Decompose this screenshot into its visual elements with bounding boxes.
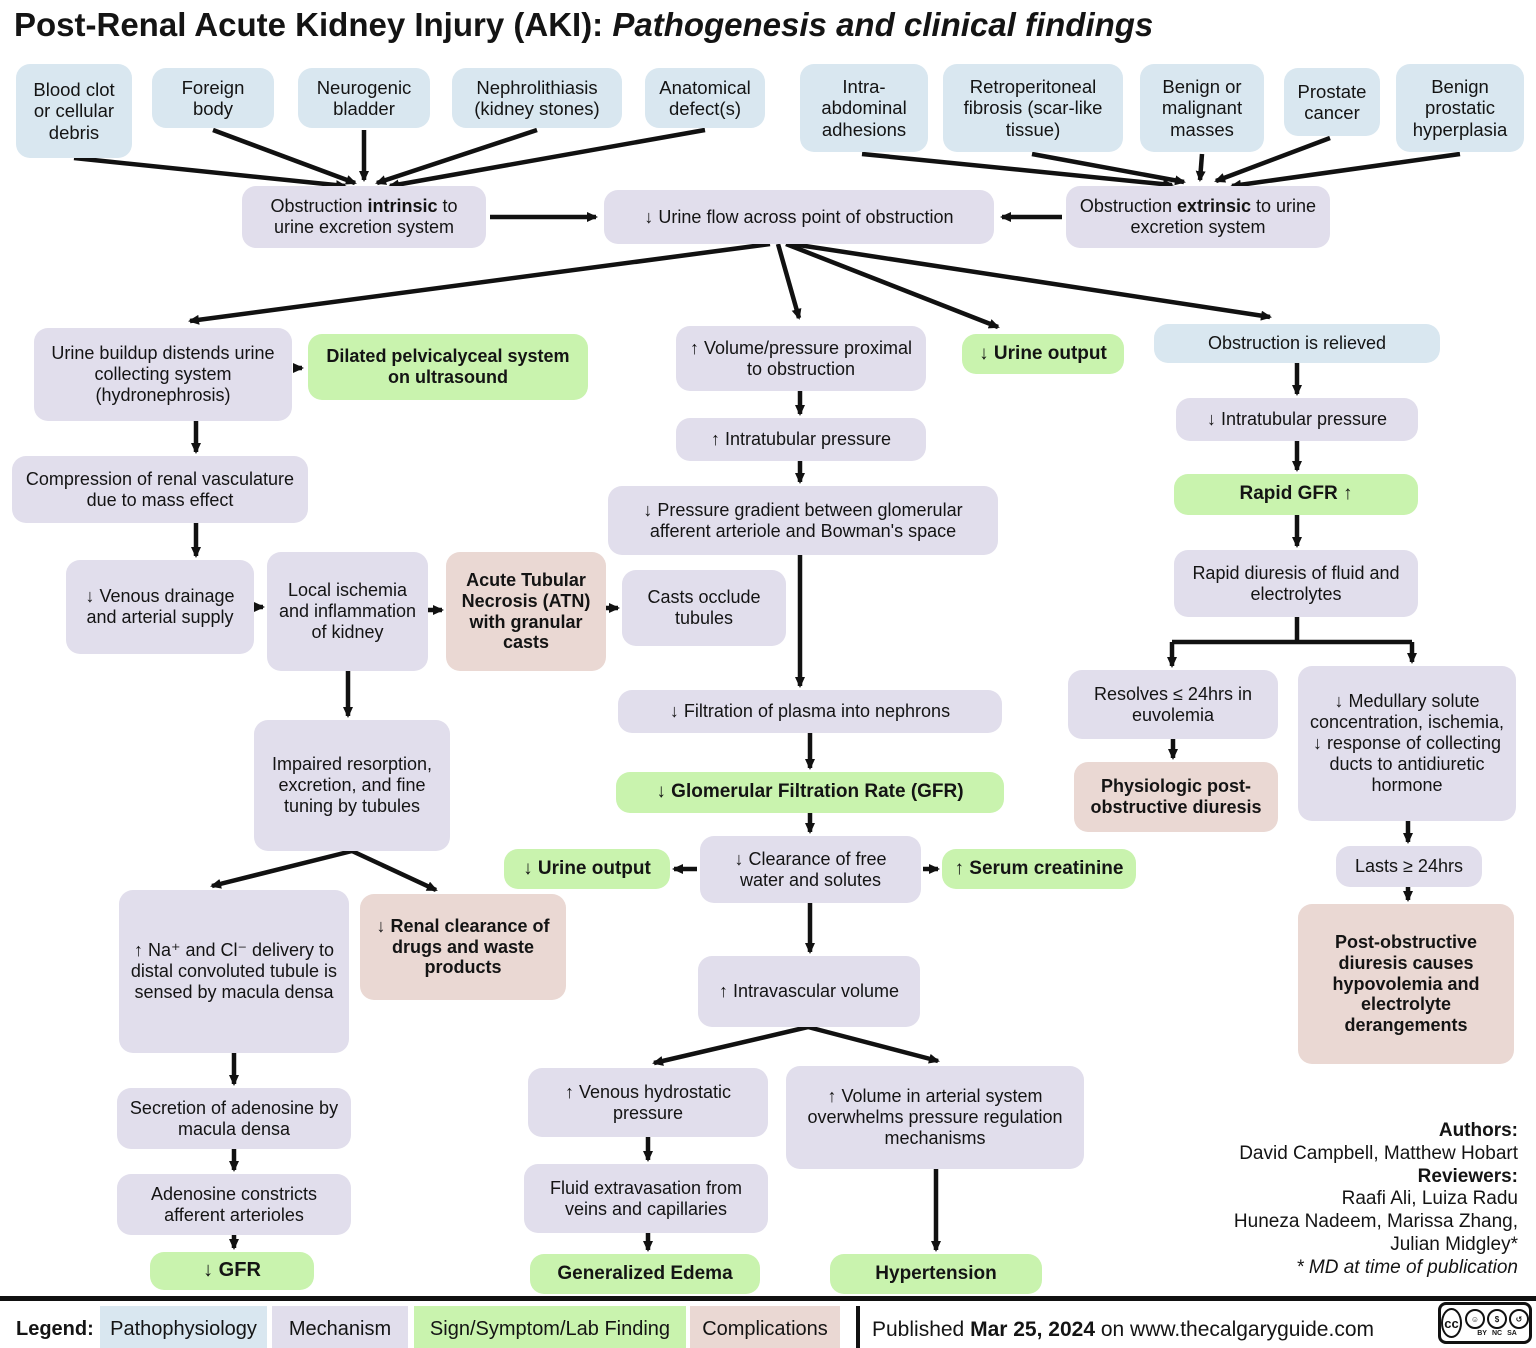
- node-pressure-gradient: ↓ Pressure gradient between glomerular a…: [608, 486, 998, 555]
- cc-by-label: BY: [1477, 1330, 1487, 1337]
- intrinsic-post: to urine excretion system: [273, 196, 458, 237]
- node-adenosine-constricts: Adenosine constricts afferent arterioles: [117, 1174, 351, 1235]
- legend-title: Legend:: [16, 1318, 94, 1340]
- node-gfr-glomerular: ↓ Glomerular Filtration Rate (GFR): [616, 772, 1004, 813]
- node-serum-creatinine: ↑ Serum creatinine: [942, 849, 1136, 889]
- node-generalized-edema: Generalized Edema: [530, 1254, 760, 1294]
- cause-retroperitoneal-fibrosis: Retroperitoneal fibrosis (scar-like tiss…: [943, 64, 1123, 152]
- published-date: Mar 25, 2024: [970, 1317, 1096, 1341]
- footer-divider: [856, 1306, 860, 1348]
- reviewer-line: Raafi Ali, Luiza Radu: [1341, 1188, 1518, 1210]
- cc-nc-label: NC: [1491, 1330, 1503, 1337]
- cc-by-icon: ☺: [1465, 1309, 1485, 1329]
- cause-anatomical-defect: Anatomical defect(s): [645, 68, 765, 128]
- node-urine-flow: ↓ Urine flow across point of obstruction: [604, 190, 994, 244]
- node-post-obstructive-diuresis: Post-obstructive diuresis causes hypovol…: [1298, 904, 1514, 1064]
- node-intratubular-pressure-up: ↑ Intratubular pressure: [676, 418, 926, 461]
- cc-license-badge: cc ☺ $ ↺ BY NC SA: [1438, 1302, 1532, 1344]
- intrinsic-pre: Obstruction: [270, 196, 368, 217]
- node-gfr-down: ↓ GFR: [150, 1252, 314, 1290]
- node-adenosine-secretion: Secretion of adenosine by macula densa: [117, 1088, 351, 1149]
- intrinsic-emph: intrinsic: [367, 196, 438, 217]
- cause-prostate-cancer: Prostate cancer: [1284, 68, 1380, 136]
- node-intravascular-volume: ↑ Intravascular volume: [698, 956, 920, 1027]
- cc-icon: cc: [1441, 1308, 1462, 1338]
- cc-sa-label: SA: [1507, 1330, 1517, 1337]
- extrinsic-post: to urine excretion system: [1130, 196, 1317, 237]
- node-hypertension: Hypertension: [830, 1254, 1042, 1294]
- cc-nc-icon: $: [1487, 1309, 1507, 1329]
- authors-label: Authors:: [1438, 1120, 1518, 1141]
- published-site: on www.thecalgaryguide.com: [1095, 1317, 1374, 1341]
- node-obstruction-extrinsic: Obstruction extrinsic to urine excretion…: [1066, 186, 1330, 248]
- node-intratubular-pressure-down: ↓ Intratubular pressure: [1176, 398, 1418, 441]
- title-subtitle: Pathogenesis and clinical findings: [612, 6, 1154, 43]
- node-renal-clearance: ↓ Renal clearance of drugs and waste pro…: [360, 894, 566, 1000]
- extrinsic-emph: extrinsic: [1176, 196, 1252, 217]
- cc-sa-icon: ↺: [1509, 1309, 1529, 1329]
- reviewers-label: Reviewers:: [1417, 1165, 1518, 1187]
- title-main: Post-Renal Acute Kidney Injury (AKI):: [14, 6, 613, 43]
- published-line: Published Mar 25, 2024 on www.thecalgary…: [872, 1306, 1374, 1348]
- node-filtration-plasma: ↓ Filtration of plasma into nephrons: [618, 690, 1002, 733]
- legend-pathophysiology: Pathophysiology: [100, 1306, 267, 1348]
- legend-sign-symptom-lab: Sign/Symptom/Lab Finding: [414, 1306, 686, 1348]
- extrinsic-pre: Obstruction: [1079, 196, 1177, 217]
- cause-benign-prostatic-hyperplasia: Benign prostatic hyperplasia: [1396, 64, 1524, 152]
- cause-benign-malignant-masses: Benign or malignant masses: [1140, 64, 1264, 152]
- node-lasts-24hrs: Lasts ≥ 24hrs: [1336, 846, 1482, 887]
- node-venous-drainage: ↓ Venous drainage and arterial supply: [66, 560, 254, 654]
- node-dilated-pelvicalyceal: Dilated pelvicalyceal system on ultrasou…: [308, 334, 588, 400]
- reviewer-line: Julian Midgley*: [1390, 1233, 1518, 1255]
- legend-bar: Legend: Pathophysiology Mechanism Sign/S…: [0, 1296, 1536, 1348]
- page-title: Post-Renal Acute Kidney Injury (AKI): Pa…: [14, 6, 1153, 44]
- node-resolves-24hrs: Resolves ≤ 24hrs in euvolemia: [1068, 670, 1278, 739]
- node-urine-output-mid: ↓ Urine output: [504, 849, 670, 889]
- node-physiologic-diuresis: Physiologic post-obstructive diuresis: [1074, 762, 1278, 832]
- cause-intra-abdominal-adhesions: Intra-abdominal adhesions: [800, 64, 928, 152]
- node-urine-buildup: Urine buildup distends urine collecting …: [34, 328, 292, 421]
- node-na-cl-delivery: ↑ Na⁺ and Cl⁻ delivery to distal convolu…: [119, 890, 349, 1053]
- node-urine-output-top: ↓ Urine output: [962, 334, 1124, 374]
- cause-nephrolithiasis: Nephrolithiasis (kidney stones): [452, 68, 622, 128]
- cause-blood-clot: Blood clot or cellular debris: [16, 64, 132, 158]
- published-prefix: Published: [872, 1317, 971, 1341]
- node-local-ischemia: Local ischemia and inflammation of kidne…: [267, 552, 428, 671]
- legend-complications: Complications: [690, 1306, 840, 1348]
- authors-names: David Campbell, Matthew Hobart: [1239, 1142, 1518, 1164]
- node-obstruction-relieved: Obstruction is relieved: [1154, 324, 1440, 363]
- md-note: * MD at time of publication: [1296, 1256, 1518, 1278]
- node-medullary-solute: ↓ Medullary solute concentration, ischem…: [1298, 666, 1516, 821]
- node-compression-renal: Compression of renal vasculature due to …: [12, 456, 308, 523]
- cause-neurogenic-bladder: Neurogenic bladder: [298, 68, 430, 128]
- cc-parts: ☺ $ ↺ BY NC SA: [1465, 1309, 1529, 1337]
- node-fluid-extravasation: Fluid extravasation from veins and capil…: [524, 1164, 768, 1233]
- node-casts-occlude: Casts occlude tubules: [622, 570, 786, 646]
- node-impaired-resorption: Impaired resorption, excretion, and fine…: [254, 720, 450, 851]
- node-obstruction-intrinsic: Obstruction intrinsic to urine excretion…: [242, 186, 486, 248]
- node-venous-hydrostatic: ↑ Venous hydrostatic pressure: [528, 1068, 768, 1137]
- reviewer-line: Huneza Nadeem, Marissa Zhang,: [1233, 1211, 1518, 1233]
- node-rapid-diuresis: Rapid diuresis of fluid and electrolytes: [1174, 550, 1418, 617]
- legend-mechanism: Mechanism: [272, 1306, 408, 1348]
- node-arterial-volume: ↑ Volume in arterial system overwhelms p…: [786, 1066, 1084, 1169]
- cause-foreign-body: Foreign body: [152, 68, 274, 128]
- node-volume-pressure: ↑ Volume/pressure proximal to obstructio…: [676, 326, 926, 391]
- node-clearance-free-water: ↓ Clearance of free water and solutes: [700, 836, 921, 903]
- credits-block: Authors: David Campbell, Matthew Hobart …: [1098, 1120, 1518, 1280]
- node-rapid-gfr: Rapid GFR ↑: [1174, 474, 1418, 515]
- node-atn: Acute Tubular Necrosis (ATN) with granul…: [446, 552, 606, 671]
